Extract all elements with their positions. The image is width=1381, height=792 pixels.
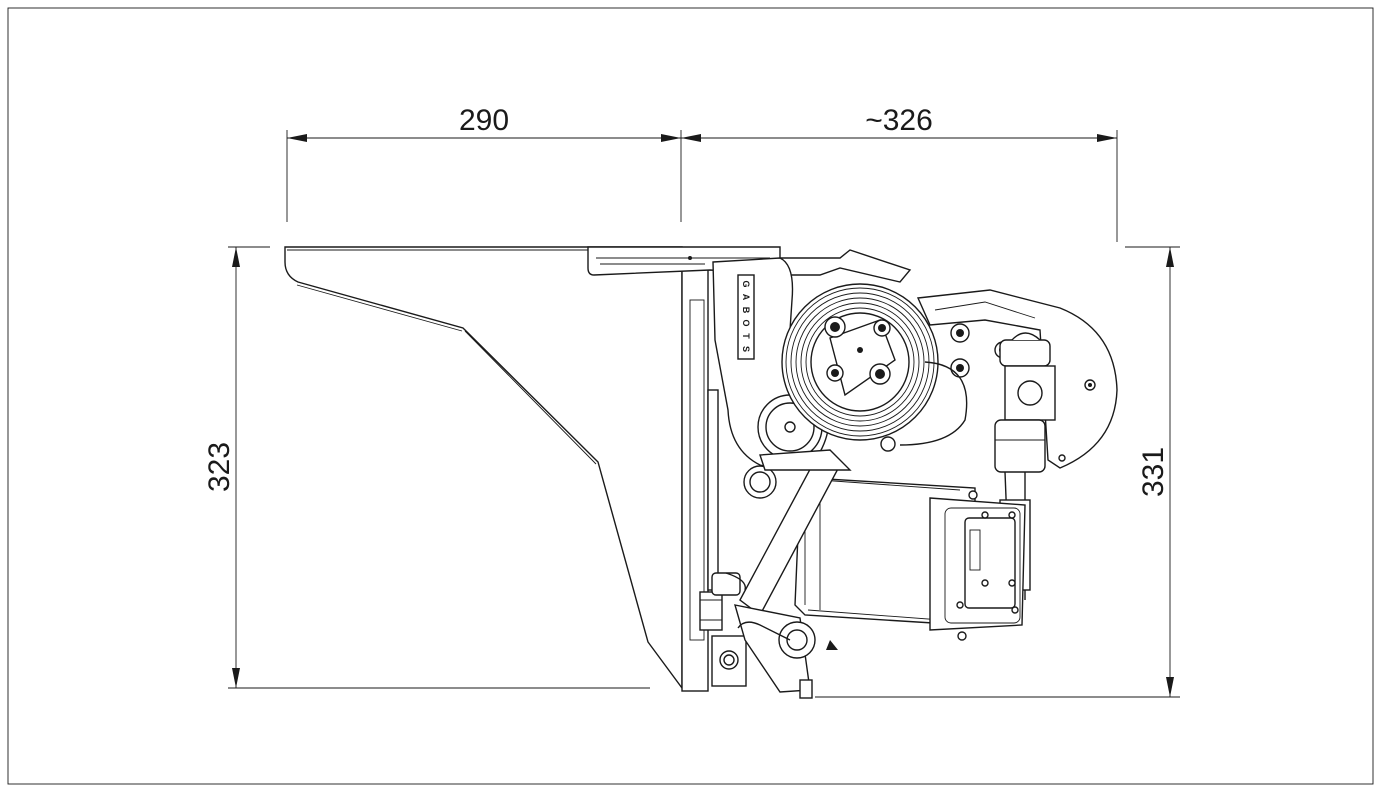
- cassette-housing: [284, 246, 683, 691]
- logo-letter-5: A: [741, 294, 751, 301]
- logo-letter-1: S: [741, 346, 751, 352]
- logo-letter-4: B: [741, 307, 751, 314]
- drive-arm: G A B O T S: [712, 257, 830, 499]
- dimension-label-323: 323: [203, 442, 236, 492]
- back-plate: [681, 254, 747, 692]
- dimension-label-290: 290: [459, 104, 509, 137]
- drawing-border: [7, 7, 1374, 785]
- dimension-label-331: 331: [1137, 447, 1170, 497]
- fabric-roll: [781, 283, 939, 452]
- logo-letter-3: O: [741, 319, 751, 326]
- motor: [794, 477, 1026, 641]
- logo-letter-2: T: [741, 333, 751, 339]
- dimension-height-left: 323: [203, 246, 650, 689]
- dimension-width-right: ~326: [681, 104, 1118, 242]
- logo-letter-6: G: [741, 280, 751, 287]
- crank-rod: [994, 332, 1056, 601]
- dimension-label-326: ~326: [865, 104, 933, 137]
- dimension-width-left: 290: [286, 104, 682, 222]
- support-arm: [711, 449, 852, 699]
- dimension-height-right: 331: [815, 246, 1180, 698]
